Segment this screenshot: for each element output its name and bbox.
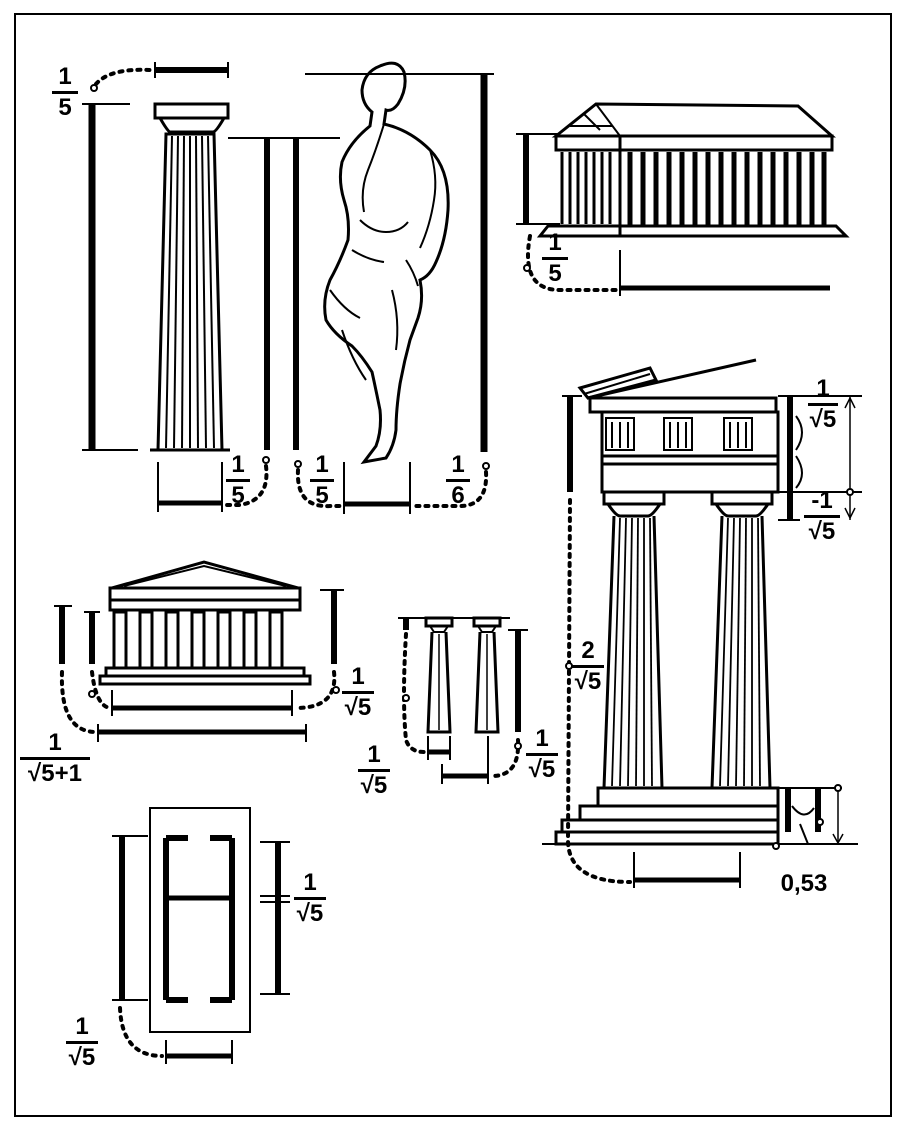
doric-column [82,62,270,512]
human-figure [228,61,494,514]
label-entablature-bottom: -1 √5 [804,488,840,545]
label-denominator: √5+1 [28,760,82,787]
label-plan-right: 1 √5 [294,870,326,927]
fraction-bar [20,757,90,760]
label-numerator: 1 [315,451,329,478]
parthenon-perspective [516,102,850,296]
label-denominator: √5 [68,1044,96,1071]
plan-diagram [112,807,290,1064]
fraction-bar [542,257,568,260]
label-numerator: 1 [58,63,72,90]
label-numerator: 2 [581,637,595,664]
label-denominator: √5 [360,772,388,799]
label-numerator: 1 [535,725,549,752]
fraction-bar [342,691,374,694]
label-numerator: 1 [451,451,465,478]
label-pair-left: 1 √5 [358,742,390,799]
label-numerator: 1 [816,375,830,402]
label-numerator: 1 [48,729,62,756]
fraction-bar [66,1041,98,1044]
column-pair [398,616,528,784]
label-denominator: 5 [315,482,329,509]
fraction-bar [572,665,604,668]
fraction-bar [226,479,250,482]
frame-border [14,13,892,1117]
label-base-value: 0,53 [780,870,828,897]
label-temple-right: 1 √5 [342,664,374,721]
label-numerator: 1 [303,869,317,896]
label-numerator: 1 [351,663,365,690]
label-denominator: 5 [58,94,72,121]
fraction-bar [294,897,326,900]
label-denominator: √5 [296,900,324,927]
fraction-bar [526,753,558,756]
fraction-bar [52,91,78,94]
label-numerator: 1 [75,1013,89,1040]
label-denominator: 6 [451,482,465,509]
label-denominator: √5 [344,694,372,721]
label-entablature-top: 1 √5 [808,376,838,433]
label-column-bottom: 1 5 [226,452,250,509]
label-order-middle: 2 √5 [572,638,604,695]
label-numerator: 1 [548,229,562,256]
label-pair-right: 1 √5 [526,726,558,783]
label-denominator: 5 [548,260,562,287]
label-denominator: 5 [231,482,245,509]
label-numerator: -1 [811,487,833,514]
fraction-bar [310,479,334,482]
temple-front [54,560,344,742]
fraction-bar [804,515,840,518]
label-numerator: 1 [367,741,381,768]
label-temple-left: 1 √5+1 [20,730,90,787]
label-denominator: √5 [574,668,602,695]
label-numerator: 1 [231,451,245,478]
fraction-bar [358,769,390,772]
label-column-top: 1 5 [52,64,78,121]
label-denominator: √5 [528,756,556,783]
label-plan-left: 1 √5 [66,1014,98,1071]
fraction-bar [446,479,470,482]
doric-order-detail [542,358,862,888]
label-figure-left: 1 5 [310,452,334,509]
label-parthenon: 1 5 [542,230,568,287]
label-denominator: √5 [809,406,837,433]
label-denominator: √5 [808,518,836,545]
fraction-bar [808,403,838,406]
label-figure-right: 1 6 [446,452,470,509]
